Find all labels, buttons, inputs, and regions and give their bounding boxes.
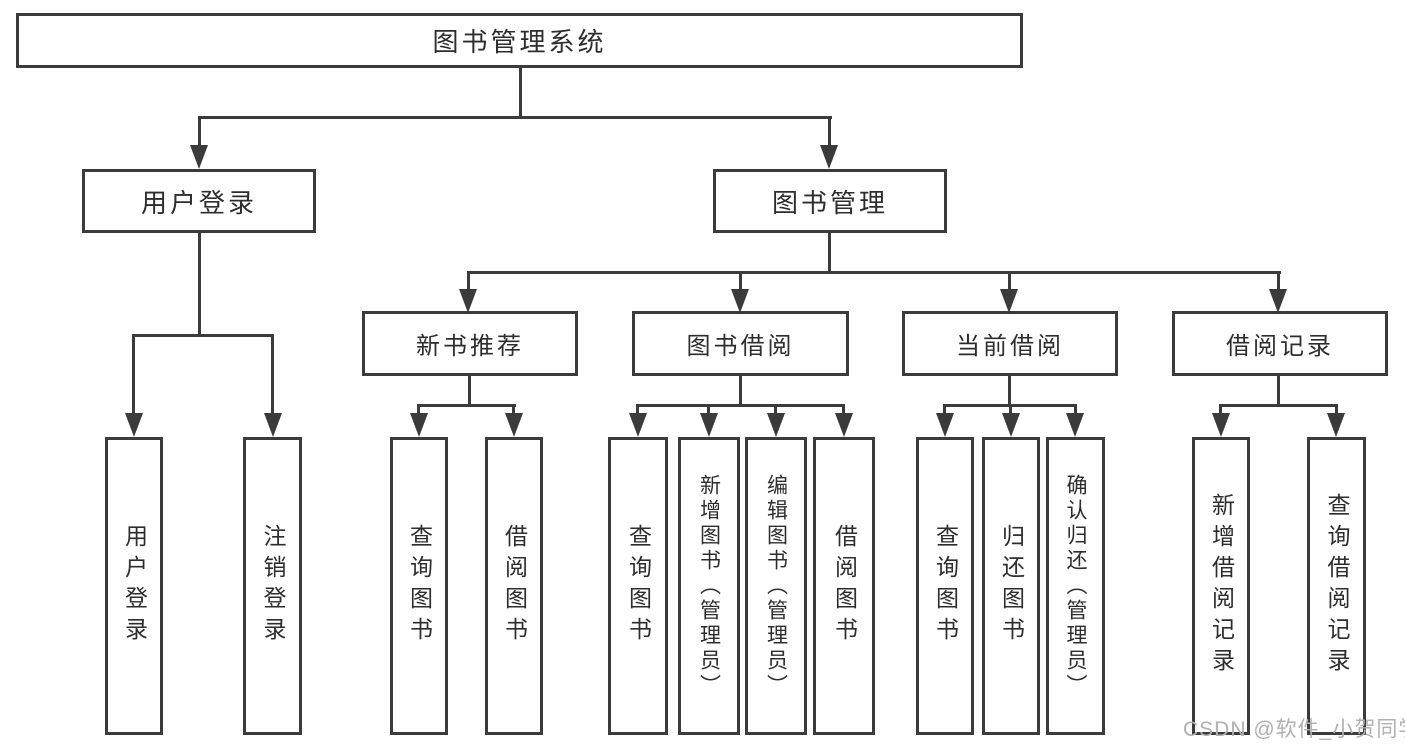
node-label: 图书管理系统 [432, 27, 607, 57]
leaf-label: 确认归还（管理员） [1064, 473, 1087, 699]
leaf-confirm-return-admin: 确认归还（管理员） [1046, 437, 1105, 735]
connector-line [828, 233, 831, 273]
connector-line [417, 404, 516, 407]
arrow-down-icon [835, 413, 853, 437]
node-label: 图书管理 [771, 187, 888, 218]
connector-line [1008, 271, 1011, 293]
node-borrowing-records: 借阅记录 [1172, 311, 1388, 376]
connector-line [417, 404, 420, 416]
connector-line [739, 376, 742, 406]
leaf-user-login: 用户登录 [105, 437, 163, 735]
arrow-down-icon [190, 145, 208, 169]
leaf-add-books-admin: 新增图书（管理员） [678, 437, 740, 735]
leaf-query-borrow-record: 查询借阅记录 [1307, 437, 1366, 735]
leaf-label: 查询图书 [406, 524, 433, 648]
leaf-return-books: 归还图书 [982, 437, 1040, 735]
arrow-down-icon [629, 413, 647, 437]
arrow-down-icon [700, 413, 718, 437]
node-new-book-recommendation: 新书推荐 [362, 311, 578, 376]
connector-line [1074, 404, 1077, 416]
node-library-management-system: 图书管理系统 [16, 13, 1023, 68]
leaf-label: 借阅图书 [831, 524, 858, 648]
connector-line [739, 271, 742, 293]
connector-line [1219, 404, 1222, 416]
connector-line [1277, 271, 1280, 293]
leaf-label: 借阅图书 [501, 524, 528, 648]
leaf-label: 查询图书 [625, 524, 652, 648]
arrow-down-icon [459, 289, 477, 313]
connector-line [1009, 404, 1012, 416]
leaf-label: 归还图书 [998, 524, 1025, 648]
leaf-label: 新增图书（管理员） [697, 473, 721, 699]
leaf-query-books-recommend: 查询图书 [390, 437, 448, 735]
leaf-label: 注销登录 [260, 524, 286, 648]
arrow-down-icon [1066, 413, 1084, 437]
connector-line [842, 404, 845, 416]
connector-line [467, 271, 1281, 274]
leaf-query-books-current: 查询图书 [916, 437, 974, 735]
leaf-query-books-borrowing: 查询图书 [608, 437, 668, 735]
node-label: 用户登录 [140, 187, 257, 218]
node-user-login: 用户登录 [82, 169, 316, 233]
arrow-down-icon [767, 413, 785, 437]
connector-line [828, 116, 831, 148]
connector-line [943, 404, 946, 416]
arrow-down-icon [1269, 289, 1287, 313]
arrow-down-icon [505, 413, 523, 437]
arrow-down-icon [731, 289, 749, 313]
leaf-add-borrow-record: 新增借阅记录 [1192, 437, 1250, 735]
leaf-label: 用户登录 [121, 524, 148, 648]
connector-line [132, 334, 274, 337]
node-label: 当前借阅 [956, 333, 1064, 360]
connector-line [774, 404, 777, 416]
connector-line [198, 116, 201, 148]
leaf-logout: 注销登录 [243, 437, 302, 735]
arrow-down-icon [1212, 413, 1230, 437]
arrow-down-icon [1000, 289, 1018, 313]
node-label: 图书借阅 [686, 333, 795, 360]
node-label: 新书推荐 [416, 333, 524, 360]
node-label: 借阅记录 [1226, 333, 1334, 360]
connector-line [519, 68, 522, 118]
arrow-down-icon [820, 145, 838, 169]
arrow-down-icon [125, 413, 143, 437]
arrow-down-icon [936, 413, 954, 437]
leaf-label: 查询图书 [932, 524, 959, 648]
leaf-edit-books-admin: 编辑图书（管理员） [745, 437, 807, 735]
connector-line [468, 376, 471, 406]
connector-line [1219, 404, 1338, 407]
connector-line [512, 404, 515, 416]
arrow-down-icon [1002, 413, 1020, 437]
connector-line [1335, 404, 1338, 416]
node-book-borrowing: 图书借阅 [632, 311, 849, 376]
leaf-label: 编辑图书（管理员） [764, 473, 788, 699]
arrow-down-icon [410, 413, 428, 437]
connector-line [636, 404, 639, 416]
connector-line [1277, 376, 1280, 406]
arrow-down-icon [264, 413, 282, 437]
connector-line [198, 233, 201, 336]
arrow-down-icon [1327, 413, 1345, 437]
node-book-management: 图书管理 [713, 169, 947, 233]
connector-line [467, 271, 470, 293]
leaf-borrow-books-recommend: 借阅图书 [485, 437, 543, 735]
leaf-label: 新增借阅记录 [1208, 493, 1235, 679]
node-current-borrowing: 当前借阅 [902, 311, 1118, 376]
connector-line [132, 334, 135, 416]
connector-line [707, 404, 710, 416]
connector-line [1008, 376, 1011, 406]
leaf-label: 查询借阅记录 [1324, 493, 1350, 679]
leaf-borrow-books-borrowing: 借阅图书 [813, 437, 875, 735]
csdn-watermark: CSDN @软件_小贺同学 [1183, 718, 1405, 741]
connector-line [636, 404, 844, 407]
connector-line [271, 334, 274, 416]
connector-line [198, 116, 832, 119]
